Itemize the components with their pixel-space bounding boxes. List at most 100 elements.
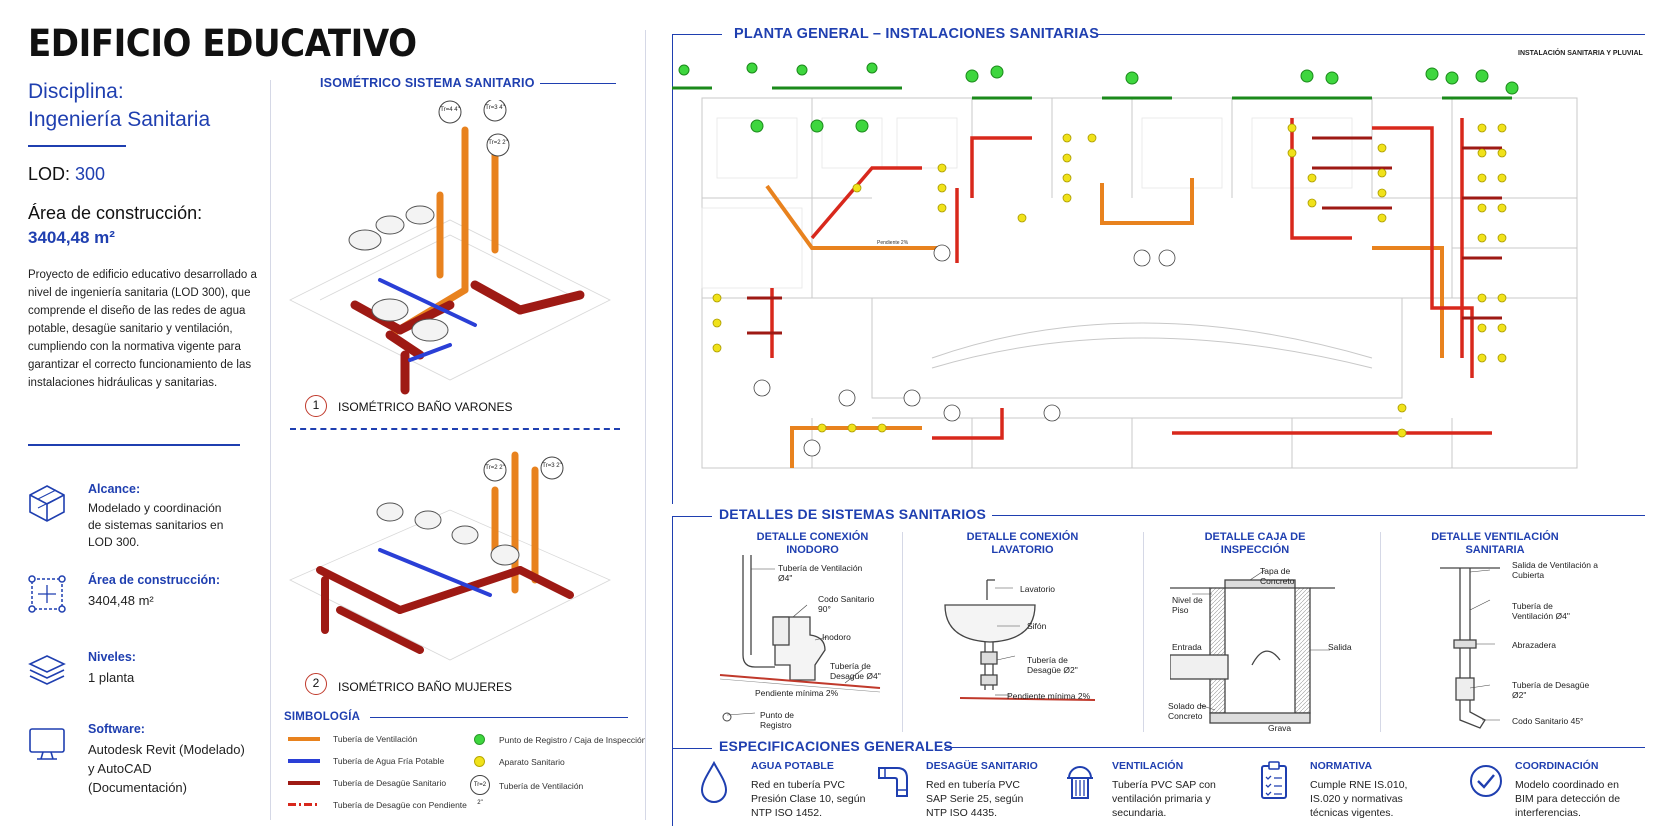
specs-section-title: ESPECIFICACIONES GENERALES [719, 738, 953, 754]
detail-label: Entrada [1172, 642, 1202, 652]
feature-title: Alcance: [88, 482, 141, 496]
spec-text: Tubería PVC SAP con ventilación primaria… [1112, 779, 1216, 819]
isometric-section-title: ISOMÉTRICO SISTEMA SANITARIO [320, 76, 535, 90]
spec-title: VENTILACIÓN [1112, 760, 1184, 772]
details-frame-left [672, 516, 673, 826]
detail-label: Nivel de Piso [1172, 595, 1203, 615]
detail-label: Tubería de Desagüe Ø2" [1027, 655, 1078, 675]
legend-item: Tubería de Ventilación [333, 734, 418, 744]
vent-tag: Tr=3 4" [485, 105, 504, 111]
cube-icon [29, 485, 65, 522]
spec-title: DESAGÜE SANITARIO [926, 760, 1038, 772]
feature-area: Área de construcción: 3404,48 m² [26, 573, 256, 623]
vent-tag: Tr=2 2" [488, 140, 507, 146]
detail-label: Pendiente mínima 2% [755, 688, 839, 698]
drop-icon [700, 760, 728, 803]
detail-label: Inodoro [822, 632, 851, 642]
lod-label: LOD: [28, 164, 76, 184]
detail-label: Tubería de Desagüe Ø2" [1512, 680, 1590, 700]
feature-text: 1 planta [88, 670, 135, 685]
specs-title-rule-left [672, 748, 712, 749]
detail-label: Salida [1328, 642, 1352, 652]
spec-text: Modelo coordinado en BIM para detección … [1515, 779, 1621, 819]
register-symbol [474, 734, 485, 745]
vent-icon [1067, 766, 1093, 799]
detail-title: DETALLE CAJA DE INSPECCIÓN [1204, 531, 1306, 556]
vent-swatch [288, 737, 320, 741]
water-swatch [288, 759, 320, 763]
monitor-icon [29, 728, 65, 760]
column-divider [270, 80, 271, 820]
details-title-rule-left [672, 516, 712, 517]
inspection-box-detail [1170, 570, 1335, 724]
discipline-value: Ingeniería Sanitaria [28, 108, 211, 131]
detail-label: Salida de Ventilación a Cubierta [1512, 560, 1599, 580]
legend-rule [370, 717, 628, 718]
specs-title-rule-right [945, 747, 1645, 748]
legend-item: Tubería de Desagüe con Pendiente [333, 800, 467, 810]
detail-label: Tubería de Ventilación Ø4" [1512, 601, 1570, 621]
layers-icon [28, 655, 66, 685]
vent-tag: Tr=3 2" [542, 463, 561, 469]
detail-label: Pendiente mínima 2% [1007, 691, 1091, 701]
detail-label: Codo Sanitario 45° [1512, 716, 1584, 726]
plan-subtitle: INSTALACIÓN SANITARIA Y PLUVIAL [1518, 50, 1643, 57]
discipline-label: Disciplina: [28, 80, 124, 103]
feature-scope: Alcance: Modelado y coordinación de sist… [26, 482, 256, 562]
pipe-icon [878, 767, 908, 797]
detail-label: Tapa de Concreto [1260, 566, 1295, 586]
view-caption: ISOMÉTRICO BAÑO MUJERES [338, 680, 513, 694]
views-separator [290, 428, 620, 430]
floor-plan-drawing: Pendiente 2% [672, 62, 1578, 469]
spec-text: Red en tubería PVC SAP Serie 25, según N… [926, 779, 1024, 819]
sink-connection-detail [944, 579, 1096, 701]
view-number-badge: 2 [305, 673, 327, 695]
vent-tag: Tr=2 2" [485, 465, 504, 471]
legend-item: Tubería de Agua Fría Potable [333, 756, 445, 766]
area-value: 3404,48 m² [28, 228, 115, 247]
isometric-drawing-women: Tr=2 2" Tr=3 2" [289, 451, 611, 661]
detail-divider [1143, 532, 1144, 732]
isometric-title-rule [540, 83, 616, 84]
discipline-divider [28, 145, 126, 147]
legend-item: Aparato Sanitario [499, 757, 565, 767]
lod-line: LOD: 300 [28, 164, 105, 185]
plan-frame-left [672, 34, 673, 504]
feature-title: Niveles: [88, 650, 136, 664]
detail-title: DETALLE CONEXIÓN INODORO [756, 531, 869, 556]
feature-title: Software: [88, 722, 145, 736]
detail-label: Codo Sanitario 90° [818, 594, 875, 614]
spec-title: AGUA POTABLE [751, 760, 834, 772]
toilet-connection-detail [719, 555, 881, 722]
slope-swatch [288, 803, 320, 806]
feature-title: Área de construcción: [88, 573, 220, 587]
area-icon [28, 575, 66, 613]
spec-text: Red en tubería PVC Presión Clase 10, seg… [751, 779, 866, 819]
vent-tag-symbol: Tr=2 2" [470, 775, 490, 806]
drain-swatch [288, 781, 320, 785]
plan-title: PLANTA GENERAL – INSTALACIONES SANITARIA… [734, 26, 1100, 42]
vent-tag: Tr=4 4" [440, 107, 459, 113]
slope-annotation: Pendiente 2% [877, 240, 909, 246]
project-description: Proyecto de edificio educativo desarroll… [28, 269, 257, 389]
spec-text: Cumple RNE IS.010, IS.020 y normativas t… [1310, 779, 1408, 819]
feature-text: 3404,48 m² [88, 593, 154, 608]
details-title-rule-right [992, 515, 1645, 516]
detail-label: Solado de Concreto [1168, 701, 1207, 721]
feature-text: Modelado y coordinación de sistemas sani… [88, 501, 224, 549]
detail-title: DETALLE CONEXIÓN LAVATORIO [966, 531, 1079, 556]
page-title: EDIFICIO EDUCATIVO [28, 22, 417, 65]
detail-label: Punto de Registro [760, 710, 795, 730]
view-caption: ISOMÉTRICO BAÑO VARONES [338, 400, 513, 414]
legend-item: Tubería de Ventilación [499, 781, 584, 791]
view-number-badge: 1 [305, 395, 327, 417]
spec-title: NORMATIVA [1310, 760, 1373, 772]
vent-detail [1440, 567, 1500, 729]
area-label: Área de construcción: [28, 203, 203, 223]
lod-value: 300 [75, 164, 106, 184]
detail-label: Tubería de Ventilación Ø4" [778, 563, 863, 583]
details-section-title: DETALLES DE SISTEMAS SANITARIOS [719, 506, 987, 522]
clipboard-icon [1261, 761, 1287, 799]
detail-title: DETALLE VENTILACIÓN SANITARIA [1431, 531, 1559, 556]
detail-label: Grava [1268, 723, 1292, 733]
